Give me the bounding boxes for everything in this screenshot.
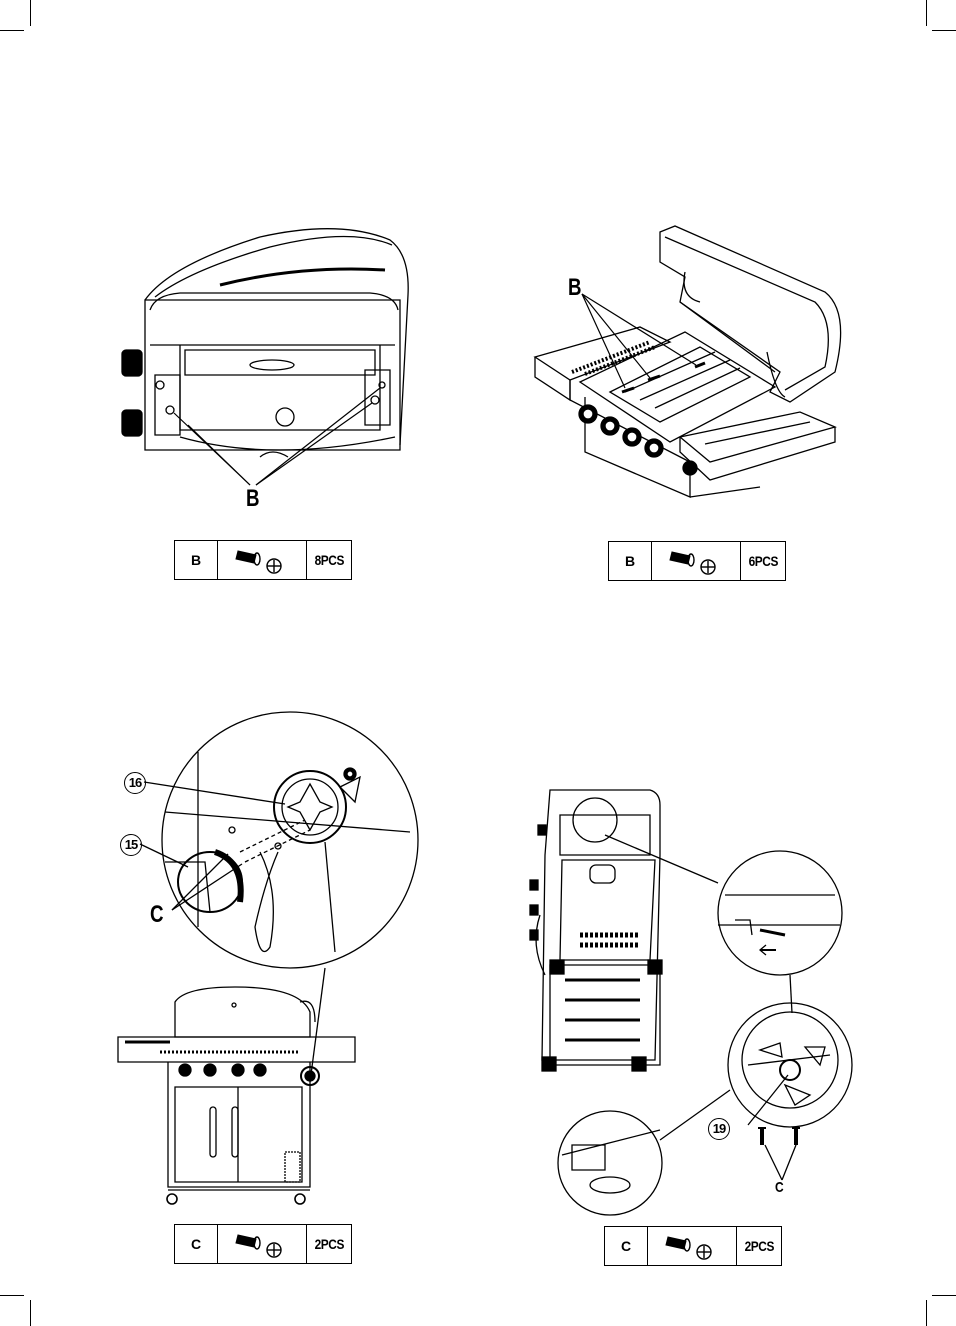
screw-icon bbox=[218, 1225, 307, 1263]
crop-mark bbox=[0, 30, 24, 31]
crop-mark bbox=[926, 1300, 927, 1326]
callout-c: C bbox=[775, 1180, 784, 1195]
callout-c: C bbox=[150, 903, 164, 927]
hardware-code: C bbox=[605, 1227, 648, 1265]
screw-icon bbox=[652, 542, 741, 580]
crop-mark bbox=[932, 30, 956, 31]
side-burner-knob-illustration bbox=[110, 712, 430, 1212]
screw-icon bbox=[218, 541, 307, 579]
grill-head-rear-illustration bbox=[110, 225, 420, 475]
screw-icon bbox=[648, 1227, 737, 1265]
crop-mark bbox=[932, 1295, 956, 1296]
callout-b: B bbox=[568, 276, 582, 300]
hardware-table: B 6PCS bbox=[608, 541, 786, 581]
crop-mark bbox=[30, 0, 31, 26]
hardware-code: C bbox=[175, 1225, 218, 1263]
hardware-table: B 8PCS bbox=[174, 540, 352, 580]
crop-mark bbox=[926, 0, 927, 26]
hardware-table: C 2PCS bbox=[174, 1224, 352, 1264]
grill-back-view-illustration bbox=[520, 785, 860, 1225]
hardware-qty: 6PCS bbox=[741, 542, 785, 580]
callout-b: B bbox=[246, 487, 260, 511]
crop-mark bbox=[30, 1300, 31, 1326]
crop-mark bbox=[0, 1295, 24, 1296]
hardware-table: C 2PCS bbox=[604, 1226, 782, 1266]
callout-19: 19 bbox=[708, 1118, 730, 1140]
hardware-code: B bbox=[609, 542, 652, 580]
hardware-qty: 8PCS bbox=[307, 541, 351, 579]
callout-15: 15 bbox=[120, 834, 142, 856]
callout-16: 16 bbox=[124, 772, 146, 794]
grill-open-top-illustration bbox=[530, 222, 845, 507]
hardware-qty: 2PCS bbox=[307, 1225, 351, 1263]
hardware-code: B bbox=[175, 541, 218, 579]
hardware-qty: 2PCS bbox=[737, 1227, 781, 1265]
